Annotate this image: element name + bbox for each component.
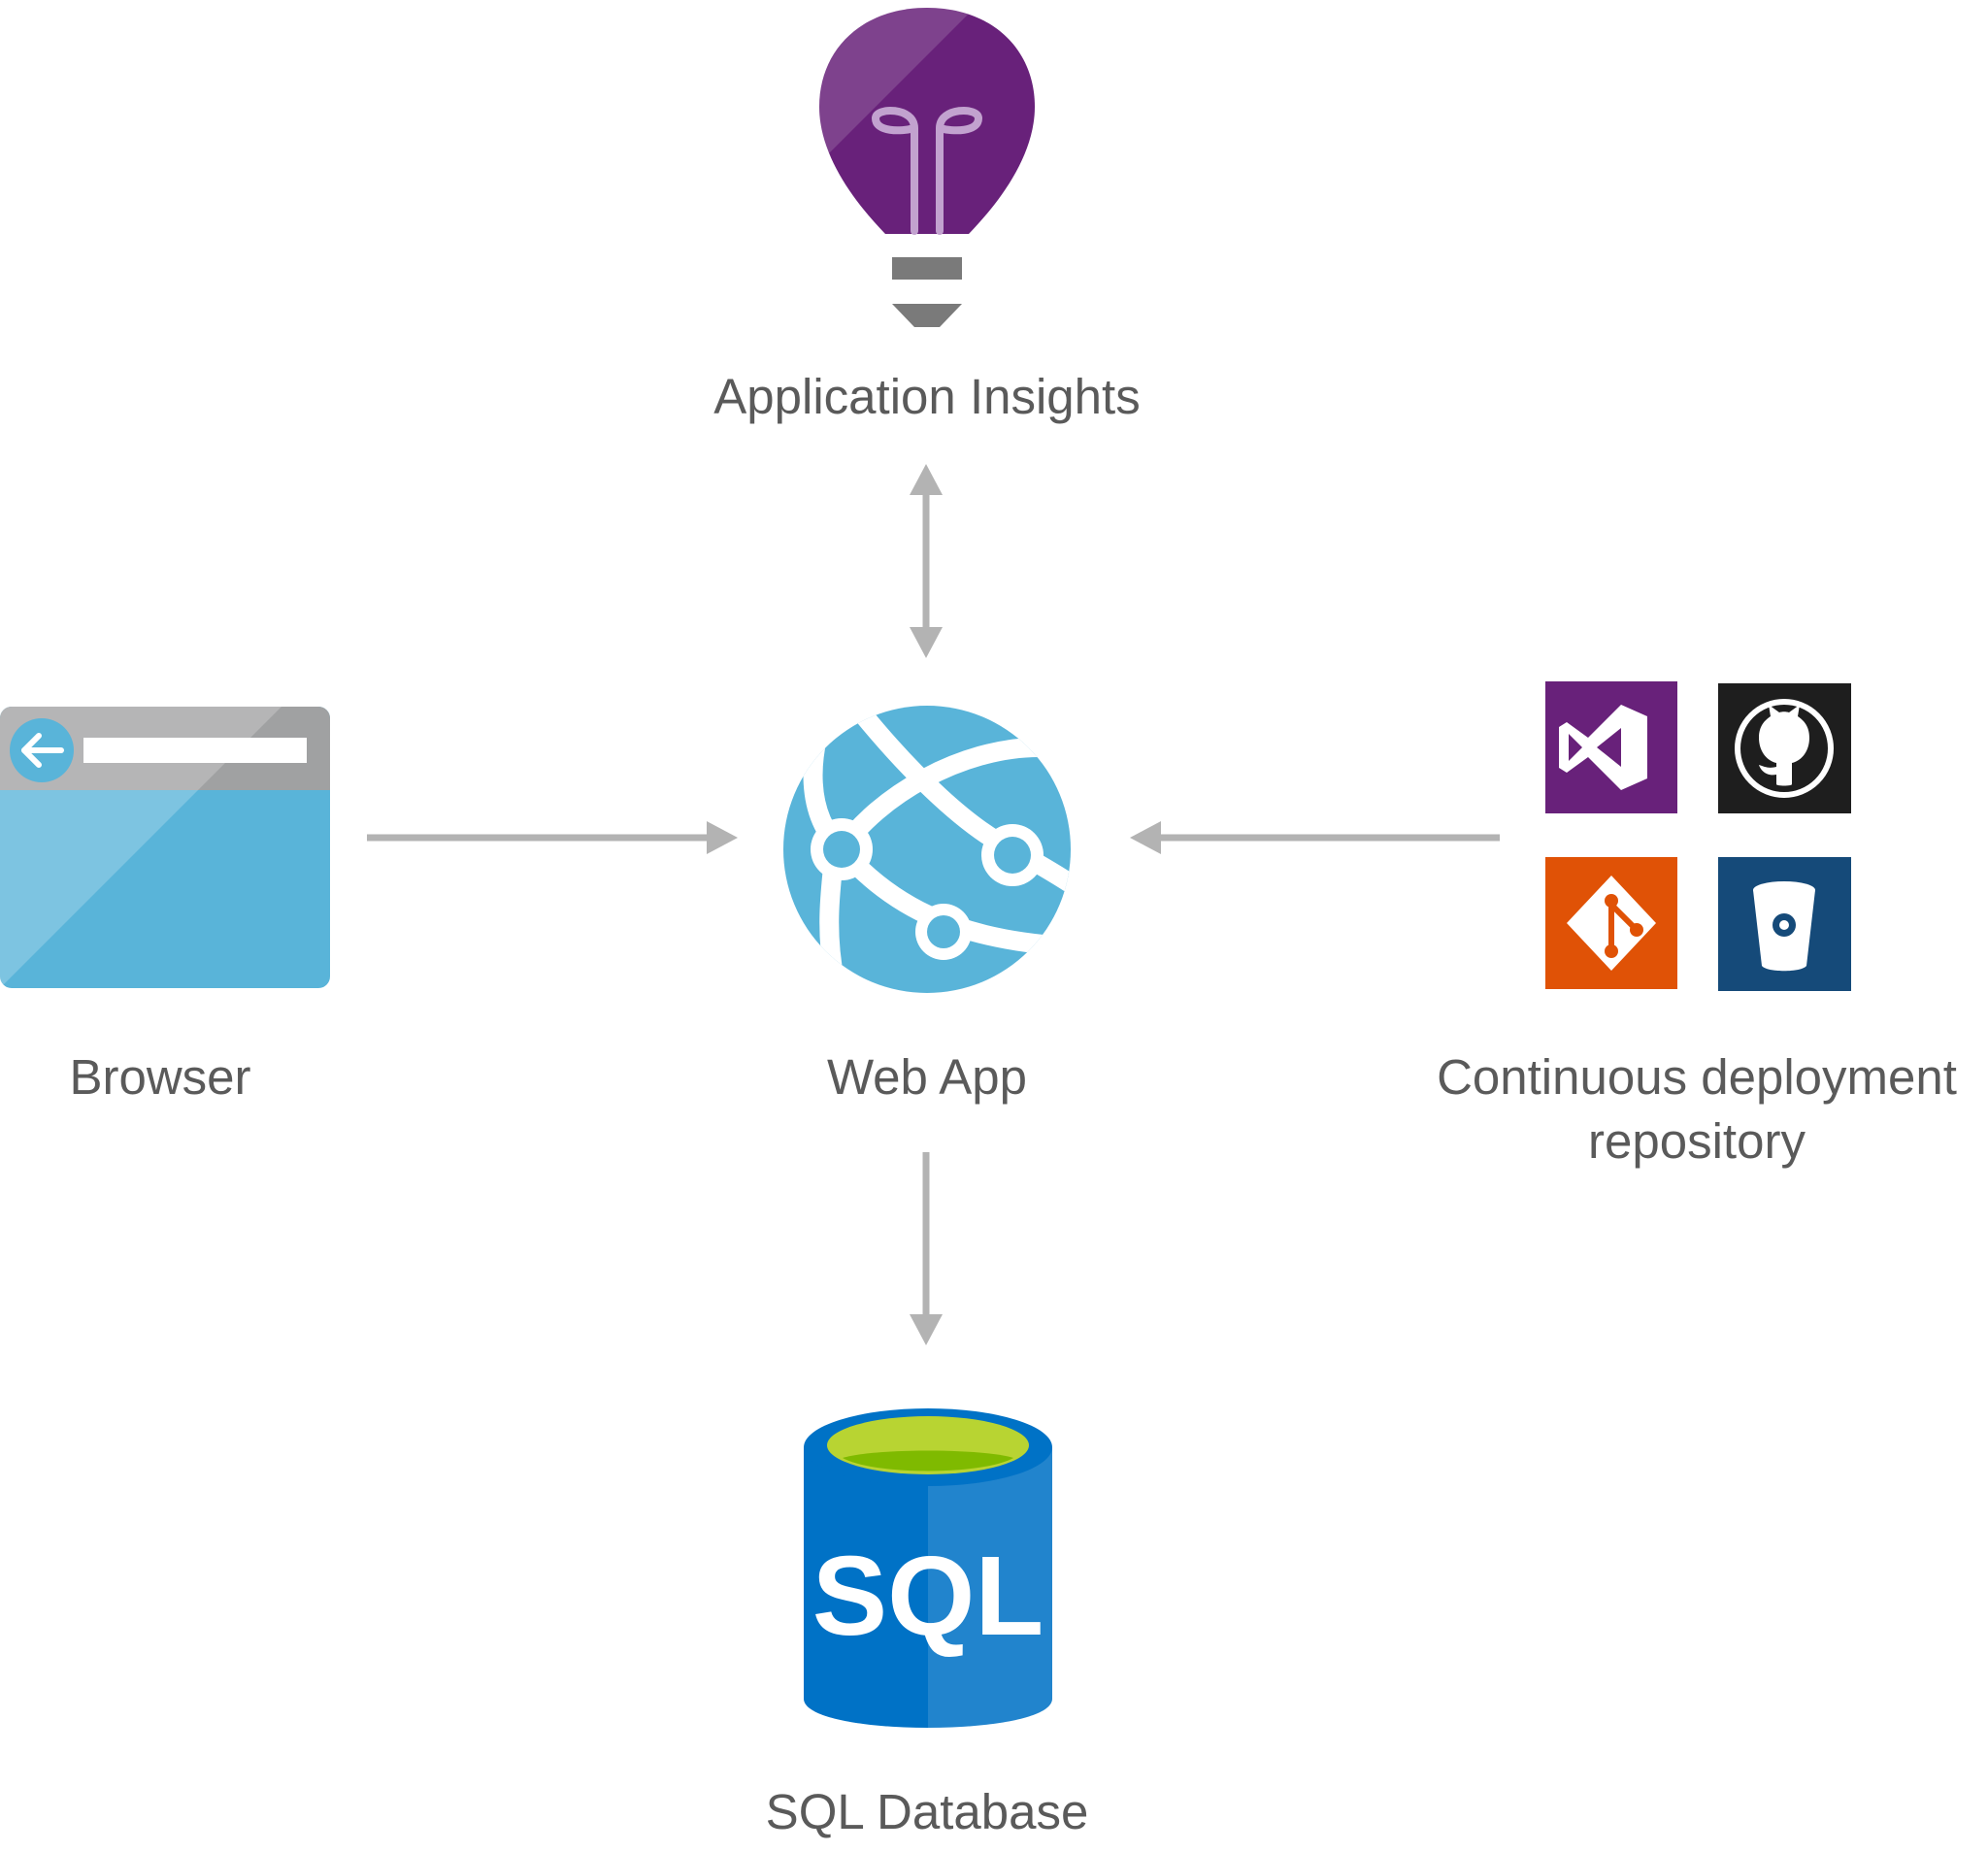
browser-window-icon — [0, 707, 330, 988]
node-label-line: Continuous deployment — [1437, 1049, 1957, 1105]
arrow-repo-webapp — [1130, 821, 1500, 854]
node-label-web-app: Web App — [826, 1049, 1028, 1105]
sql-database-icon: SQL — [804, 1408, 1052, 1729]
node-label-line: repository — [1588, 1113, 1806, 1169]
node-label-application-insights: Application Insights — [713, 369, 1141, 424]
node-label-browser: Browser — [69, 1049, 251, 1105]
github-icon — [1718, 683, 1851, 813]
node-label-sql-database: SQL Database — [765, 1784, 1089, 1839]
bitbucket-icon — [1718, 857, 1851, 991]
visual-studio-icon — [1545, 681, 1677, 813]
git-icon — [1545, 857, 1677, 989]
web-app-globe-icon — [783, 706, 1071, 993]
arrow-webapp-sql — [910, 1152, 943, 1345]
lightbulb-icon — [819, 8, 1035, 327]
sql-icon-text: SQL — [812, 1533, 1044, 1659]
arrow-browser-webapp — [367, 821, 738, 854]
arrow-insights-webapp — [910, 464, 943, 658]
node-label-continuous-deployment: Continuous deployment repository — [1406, 1045, 1988, 1174]
